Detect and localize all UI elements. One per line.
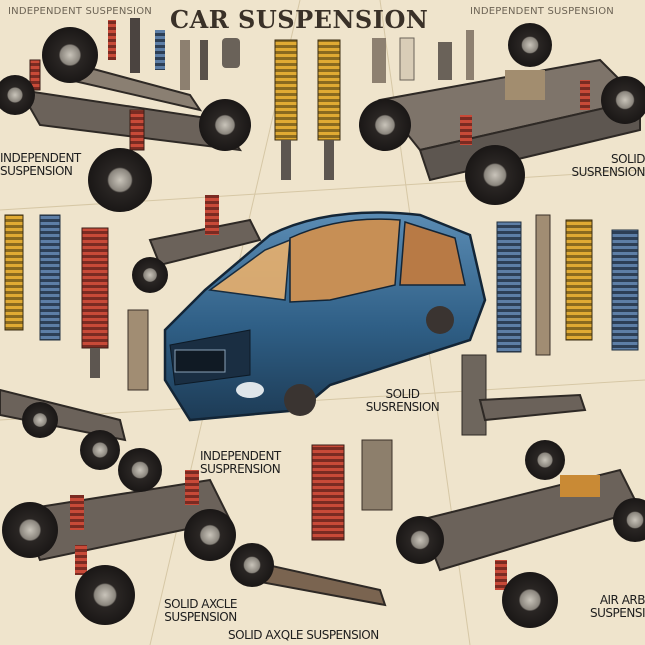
label-left-independent: INDEPENDENT SUSPENSION — [0, 152, 81, 177]
chassis-bottom-right — [396, 440, 645, 628]
top-center-shocks — [274, 39, 341, 180]
label-air-line1: AIR ARB — [599, 593, 645, 607]
label-right-solid: SOLID SUSRENSION — [560, 153, 645, 178]
caption-top-right: INDEPENDENT SUSPENSION — [470, 6, 614, 17]
label-center-independent: INDEPENDENT SUSPRENSION — [200, 450, 310, 475]
label-air: AIR ARB SUSPENSI — [572, 594, 645, 619]
label-right-solid-line2: SUSRENSION — [571, 164, 645, 179]
label-center-solid-line1: SOLID — [385, 387, 420, 401]
label-right-solid-line1: SOLID — [610, 152, 645, 166]
chassis-top-right — [359, 23, 645, 205]
label-center-independent-line1: INDEPENDENT — [200, 449, 281, 463]
left-coil-shocks — [4, 214, 149, 391]
axle-bottom-center — [230, 543, 387, 607]
center-shocks — [311, 354, 587, 541]
linkage-mid-left — [132, 195, 262, 293]
axle-lower-left — [0, 388, 127, 470]
chassis-bottom-left — [2, 448, 236, 625]
label-center-independent-line2: SUSPRENSION — [200, 461, 281, 476]
right-coil-shocks — [496, 214, 639, 356]
chassis-top-left — [0, 27, 251, 212]
label-center-solid-line2: SUSRENSION — [365, 399, 440, 414]
sedan-car — [163, 211, 487, 422]
label-solid-axle-line2: SUSPENSION — [164, 609, 237, 624]
label-air-line2: SUSPENSI — [590, 605, 645, 620]
label-bottom: SOLID AXQLE SUSPENSION — [228, 628, 379, 642]
label-solid-axle-line1: SOLID AXCLE — [163, 597, 238, 611]
page-title: CAR SUSPENSION — [170, 5, 429, 34]
label-left-independent-line1: INDEPENDENT — [0, 151, 81, 165]
label-center-solid: SOLID SUSRENSION — [355, 388, 450, 413]
parts-row-top — [108, 18, 474, 90]
label-solid-axle: SOLID AXCLE SUSPENSION — [138, 598, 263, 623]
caption-top-left: INDEPENDENT SUSPENSION — [8, 6, 152, 17]
label-left-independent-line2: SUSPENSION — [0, 163, 73, 178]
